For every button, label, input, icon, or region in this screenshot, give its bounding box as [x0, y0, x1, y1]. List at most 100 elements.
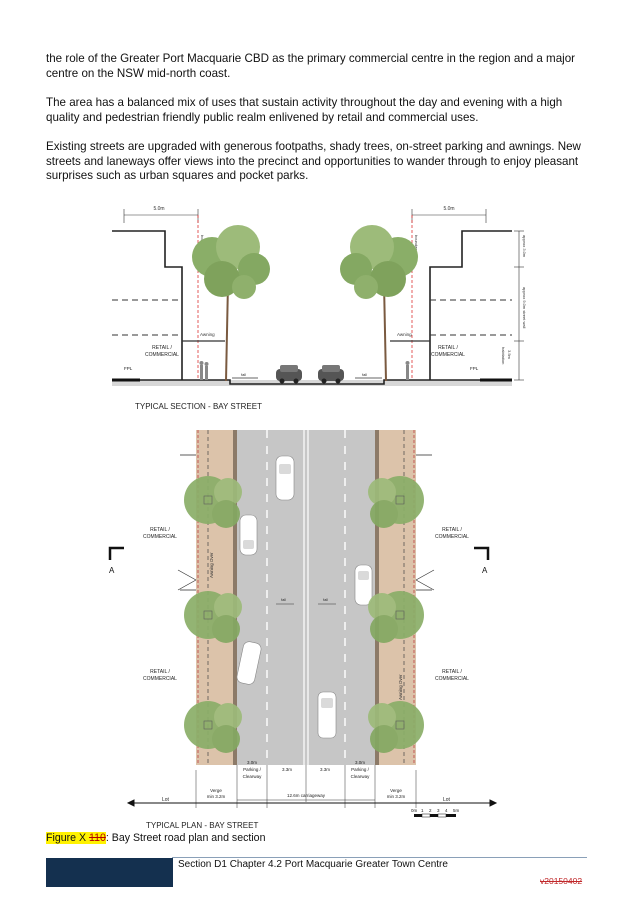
plan-fall-right: fall — [323, 597, 328, 602]
height-middle-label: approx 9.0m street wall — [522, 287, 527, 328]
caption-text: : Bay Street road plan and section — [105, 832, 266, 844]
door-right — [415, 569, 435, 591]
car-plan-5 — [317, 691, 337, 739]
plan-retail-tr-1: RETAIL / — [442, 527, 462, 533]
street-section-diagram: 5.0m 5.0m boundary boundary Awning Awnin… — [112, 206, 527, 411]
plan-retail-br-1: RETAIL / — [442, 669, 462, 675]
ground-base — [112, 380, 512, 386]
car-plan-3 — [354, 564, 373, 606]
plan-retail-tl-2: COMMERCIAL — [143, 534, 177, 540]
boundary-label-right: boundary — [414, 235, 419, 252]
caption-prefix: Figure X — [46, 832, 89, 844]
retail-label-left-2: COMMERCIAL — [145, 352, 179, 358]
building-left-outline — [112, 230, 183, 380]
scale-label-2: 2 — [429, 808, 432, 813]
car-plan-1 — [275, 455, 295, 501]
car-plan-4 — [236, 641, 262, 685]
lot-dimension-line — [126, 799, 498, 807]
dim-parking-left: 3.0m — [247, 760, 257, 765]
pedestrians-left — [199, 361, 209, 380]
footer-rule — [172, 857, 587, 858]
tree-left — [192, 225, 270, 382]
dim-right-label: 5.0m — [443, 206, 454, 212]
plan-retail-tl-1: RETAIL / — [150, 527, 170, 533]
fpl-label-left: FPL — [124, 366, 133, 371]
street-plan-diagram: Awning Over Awning Over A A RETAIL / COM… — [108, 430, 498, 830]
tree-plan-left-2 — [184, 591, 242, 643]
car-section-left — [276, 365, 302, 384]
floor-lines — [112, 299, 512, 336]
ground-line — [112, 379, 512, 385]
plan-retail-br-2: COMMERCIAL — [435, 676, 469, 682]
scale-bar — [414, 813, 456, 818]
building-right-outline — [429, 230, 512, 380]
dim-verge-left-2: min 3.2m — [207, 794, 226, 799]
dim-carriageway: 12.6m carriageway — [287, 793, 326, 798]
caption-struck-number: 110 — [88, 832, 106, 844]
lot-label-right: Lot — [443, 797, 451, 803]
height-upper-label: approx 3.0m — [522, 235, 527, 258]
plan-dimension-ticks — [195, 765, 417, 808]
tree-plan-right-1 — [368, 476, 424, 528]
dim-left-label: 5.0m — [153, 206, 164, 212]
body-paragraph-2: The area has a balanced mix of uses that… — [46, 96, 563, 124]
section-marker-right-label: A — [482, 566, 488, 575]
footer-version: v20150402 — [540, 876, 583, 886]
road-carriageway — [237, 430, 375, 765]
height-lower-sub-label: habitation — [501, 347, 506, 364]
section-marker-left-label: A — [109, 566, 115, 575]
centre-line — [303, 430, 309, 765]
body-paragraph-3: Existing streets are upgraded with gener… — [46, 140, 581, 183]
retail-label-right-1: RETAIL / — [438, 345, 458, 351]
dim-lane-right: 3.3m — [320, 767, 330, 772]
dim-parking-left-1: Parking / — [243, 767, 262, 772]
plan-retail-bl-1: RETAIL / — [150, 669, 170, 675]
car-section-right — [318, 365, 344, 384]
section-title: TYPICAL SECTION - BAY STREET — [135, 402, 262, 411]
tree-plan-right-2 — [368, 591, 424, 643]
footer-navy-block — [46, 858, 173, 887]
pedestrians-right — [405, 361, 410, 380]
fpl-label-right: FPL — [470, 366, 479, 371]
section-marker-right — [474, 546, 490, 560]
dim-parking-left-2: Clearway — [243, 774, 263, 779]
scale-label-4: 4 — [445, 808, 448, 813]
plan-retail-tr-2: COMMERCIAL — [435, 534, 469, 540]
footer-title: Section D1 Chapter 4.2 Port Macquarie Gr… — [178, 859, 448, 870]
lane-markings — [266, 430, 346, 765]
dim-verge-right-2: min 3.2m — [387, 794, 406, 799]
height-lower-label: 3.5m — [507, 350, 512, 360]
tree-plan-left-1 — [184, 476, 242, 528]
retail-label-left-1: RETAIL / — [152, 345, 172, 351]
scale-label-0: 0m — [411, 808, 418, 813]
figure-caption: Figure X 110: Bay Street road plan and s… — [46, 832, 265, 844]
car-plan-2 — [239, 514, 258, 556]
section-marker-left — [108, 546, 124, 560]
scale-label-3: 3 — [437, 808, 440, 813]
tree-plan-left-3 — [184, 701, 242, 753]
scale-label-1: 1 — [421, 808, 424, 813]
awning-label-right: Awning — [397, 332, 412, 337]
awning-over-right: Awning Over — [398, 674, 403, 700]
dim-parking-right-2: Clearway — [351, 774, 371, 779]
dim-parking-right-1: Parking / — [351, 767, 370, 772]
retail-label-right-2: COMMERCIAL — [431, 352, 465, 358]
awning-over-left: Awning Over — [209, 552, 214, 578]
dim-lane-left: 3.3m — [282, 767, 292, 772]
scale-label-5: 5m — [453, 808, 460, 813]
body-paragraph-1: the role of the Greater Port Macquarie C… — [46, 52, 576, 80]
door-left — [177, 569, 197, 591]
tree-right — [340, 225, 418, 382]
lot-label-left: Lot — [162, 797, 170, 803]
plan-retail-bl-2: COMMERCIAL — [143, 676, 177, 682]
dim-verge-right-1: Verge — [390, 788, 402, 793]
plan-fall-left: fall — [281, 597, 286, 602]
plan-title: TYPICAL PLAN - BAY STREET — [146, 821, 258, 830]
dim-parking-right: 3.0m — [355, 760, 365, 765]
fall-label-left: fall — [241, 372, 246, 377]
fall-label-right: fall — [362, 372, 367, 377]
awning-label-left: Awning — [200, 332, 215, 337]
dim-verge-left-1: Verge — [210, 788, 222, 793]
tree-plan-right-3 — [368, 701, 424, 753]
height-markers — [514, 230, 524, 381]
